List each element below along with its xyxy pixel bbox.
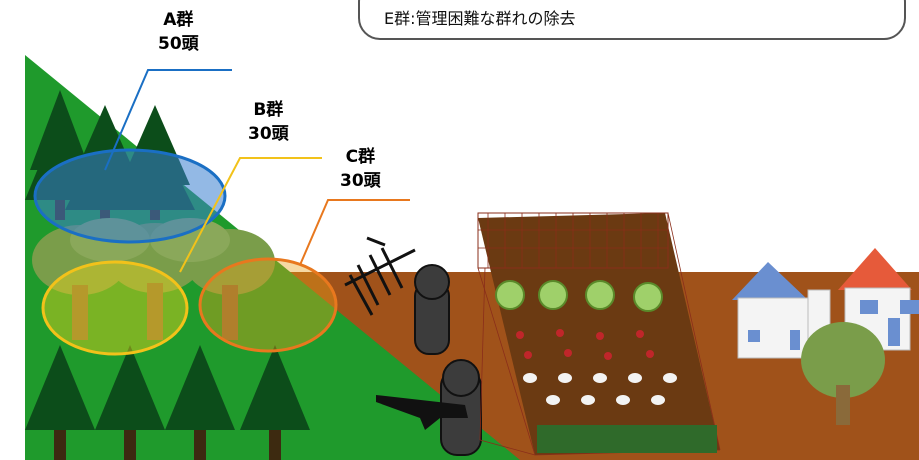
rifle-icon — [376, 395, 468, 430]
antenna-icon — [344, 236, 416, 316]
radish-icon — [593, 373, 607, 383]
radish-icon — [546, 395, 560, 405]
group-b-range — [41, 260, 189, 356]
front-conifer-row — [25, 345, 310, 460]
group-b-name: B群 — [253, 100, 284, 120]
cabbage-icon — [633, 282, 663, 312]
conifer-tree-icon — [240, 345, 310, 430]
fenced-field — [477, 212, 721, 456]
group-c-leader — [299, 199, 410, 266]
conifer-tree-icon — [165, 345, 235, 430]
radish-icon — [581, 395, 595, 405]
conifer-tree-icon — [95, 345, 165, 430]
group-a-label: A群 50頭 — [158, 8, 199, 56]
banner-box — [358, 0, 906, 40]
radish-icon — [616, 395, 630, 405]
tomato-rows — [516, 329, 654, 360]
group-b-leader — [179, 157, 322, 273]
group-c-range — [198, 257, 338, 353]
cabbage-icon — [585, 280, 615, 310]
cabbage-icon — [538, 280, 568, 310]
conifer-tree-icon — [25, 345, 95, 430]
group-a-count: 50頭 — [158, 34, 199, 54]
group-c-label: C群 30頭 — [340, 145, 381, 193]
banner-text: E群:管理困難な群れの除去 — [384, 9, 576, 28]
deciduous-tree-icon — [801, 322, 885, 425]
person-icon — [414, 264, 450, 355]
group-c-count: 30頭 — [340, 171, 381, 191]
radish-icon — [558, 373, 572, 383]
radish-row — [523, 373, 677, 405]
cabbage-row — [495, 280, 663, 312]
group-a-name: A群 — [163, 10, 194, 30]
group-b-label: B群 30頭 — [248, 98, 289, 146]
radish-icon — [663, 373, 677, 383]
group-c-name: C群 — [345, 147, 376, 167]
group-a-range — [33, 148, 227, 244]
group-a-leader — [104, 69, 232, 171]
radish-icon — [628, 373, 642, 383]
group-b-count: 30頭 — [248, 124, 289, 144]
house-icon — [732, 262, 831, 359]
radish-icon — [523, 373, 537, 383]
radish-icon — [651, 395, 665, 405]
cabbage-icon — [495, 280, 525, 310]
